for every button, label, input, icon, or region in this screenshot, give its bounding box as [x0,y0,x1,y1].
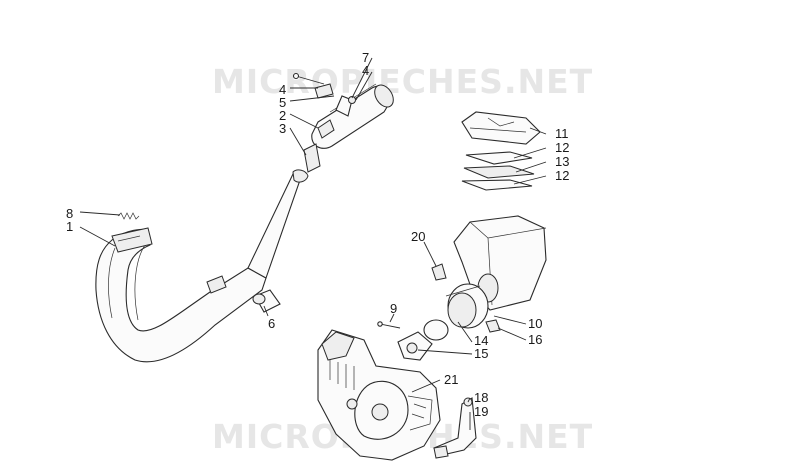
engine [317,329,441,461]
callout-19: 19 [474,404,488,419]
watermark-top: MICROPIECHES.NET [212,62,593,101]
callout-18: 18 [474,390,488,405]
callout-21: 21 [444,372,458,387]
silencer [292,72,394,173]
callout-8: 8 [66,206,73,221]
air-filter-plates [461,151,535,191]
callout-4a: 4 [279,82,286,97]
callout-9: 9 [390,301,397,316]
exhaust-spring [117,212,140,220]
callout-15: 15 [474,346,488,361]
callout-10: 10 [528,316,542,331]
leader-lines [79,57,547,430]
callout-7: 7 [362,50,369,65]
callout-12b: 12 [555,168,569,183]
callout-4b: 4 [362,63,369,78]
exhaust-pipe [95,169,309,363]
callout-12a: 12 [555,140,569,155]
kickstart-lever [433,397,477,459]
callout-5: 5 [279,95,286,110]
callout-1: 1 [66,219,73,234]
callout-14: 14 [474,333,488,348]
callout-2: 2 [279,108,286,123]
callout-16: 16 [528,332,542,347]
airbox-lid [461,111,541,145]
callout-11: 11 [555,126,569,141]
intake-connector [377,283,489,341]
callout-6: 6 [268,316,275,331]
clip [431,263,447,281]
callout-3: 3 [279,121,286,136]
carburetor [397,331,433,361]
callout-20: 20 [411,229,425,244]
exhaust-sleeve [252,289,281,313]
callout-13: 13 [555,154,569,169]
